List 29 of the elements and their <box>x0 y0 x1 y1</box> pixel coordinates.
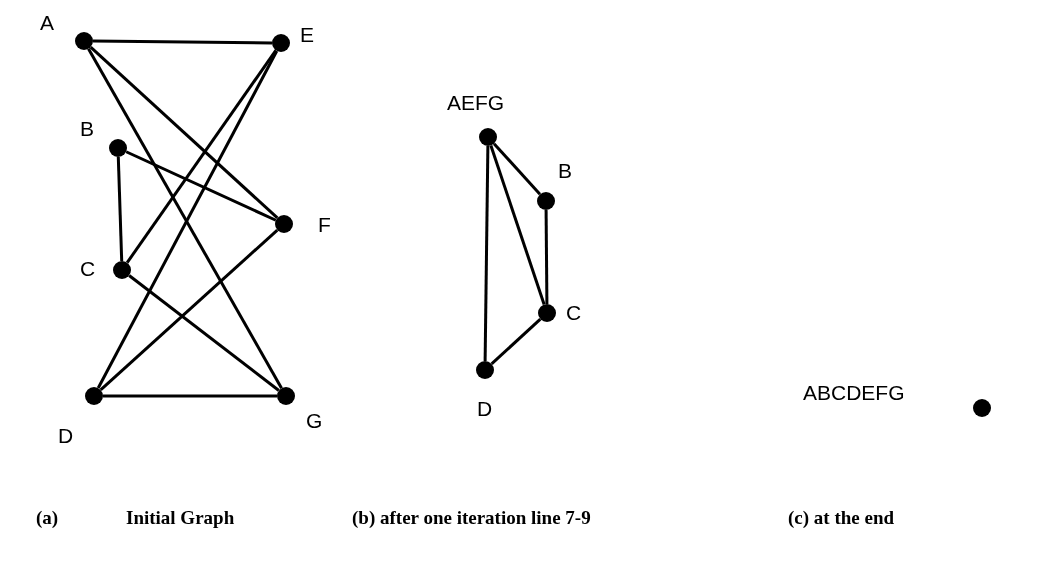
vertex-label: B <box>558 160 572 181</box>
graph-edge <box>125 150 277 222</box>
graph-edge <box>544 210 549 304</box>
vertex-label: B <box>80 118 94 139</box>
graph-edge <box>116 156 124 262</box>
vertex-label: D <box>58 425 74 446</box>
vertex-label: ABCDEFG <box>803 382 905 403</box>
vertex-label: A <box>40 12 54 33</box>
graph-edge <box>93 39 272 45</box>
graph-edge <box>99 228 279 392</box>
graph-edge <box>490 318 542 365</box>
graph-edge <box>483 146 490 361</box>
vertex-label: C <box>566 302 582 323</box>
graph-edge <box>128 274 280 392</box>
vertex-label: E <box>300 24 314 45</box>
vertex-label: G <box>306 410 323 431</box>
graph-edge <box>489 145 546 305</box>
graph-edge <box>89 45 279 220</box>
vertex-label: AEFG <box>447 92 505 113</box>
vertex-label: C <box>80 258 96 279</box>
graph-edge <box>125 49 278 264</box>
panel-caption: Initial Graph <box>126 508 235 527</box>
vertex-label: D <box>477 398 493 419</box>
graph-edge <box>103 394 277 398</box>
vertex-label: F <box>318 214 331 235</box>
graph-edge <box>492 142 542 196</box>
panel-caption: (a) <box>36 508 59 527</box>
panel-caption: (c) at the end <box>788 508 895 527</box>
panel-caption: (b) after one iteration line 7-9 <box>352 508 591 527</box>
